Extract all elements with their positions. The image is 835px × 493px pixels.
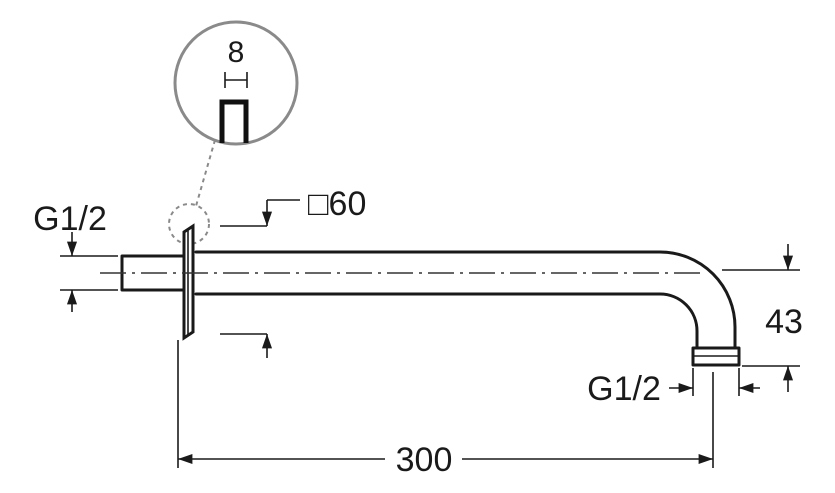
arm-inner-edge — [194, 292, 699, 350]
detail-magnifier: 8 — [173, 20, 299, 146]
detail-circle — [173, 20, 299, 146]
flange-profile-detail — [219, 99, 249, 143]
inlet-thread-label: G1/2 — [33, 200, 107, 238]
outlet-nut — [691, 346, 741, 367]
arm-length-dimension: 300 — [177, 340, 714, 479]
arm-length-label: 300 — [396, 441, 453, 479]
outlet-height-label: 43 — [765, 303, 803, 341]
outlet-thread-dimension: G1/2 — [587, 368, 760, 408]
arm-outer-edge — [194, 250, 737, 350]
detail-marker-circle — [168, 203, 210, 245]
flange-size-label: □60 — [308, 185, 366, 223]
shower-arm — [120, 223, 741, 367]
detail-thickness-label: 8 — [228, 36, 245, 69]
flange-size-dimension: □60 — [220, 185, 366, 358]
outlet-thread-label: G1/2 — [587, 370, 661, 408]
outlet-height-dimension: 43 — [722, 244, 803, 392]
detail-leader-line — [195, 139, 216, 207]
inlet-thread-dimension: G1/2 — [33, 200, 118, 312]
